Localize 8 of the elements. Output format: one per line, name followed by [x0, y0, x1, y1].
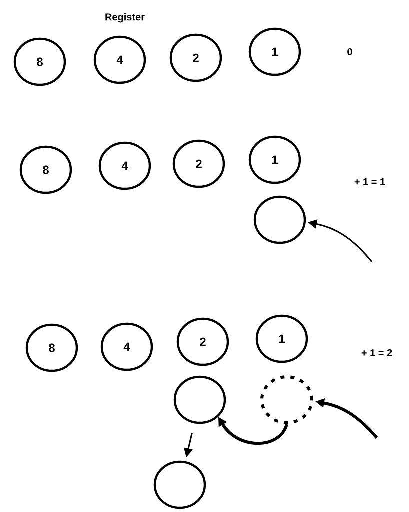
- dashed-circle: [260, 376, 314, 424]
- empty-circle: [254, 196, 306, 244]
- empty-circle: [174, 376, 226, 424]
- text-label: 0: [348, 48, 352, 56]
- text-label: + 1 = 1: [354, 178, 386, 186]
- text-label: Register: [106, 13, 145, 23]
- empty-circle: [154, 460, 206, 510]
- text-label: + 1 = 2: [362, 350, 392, 356]
